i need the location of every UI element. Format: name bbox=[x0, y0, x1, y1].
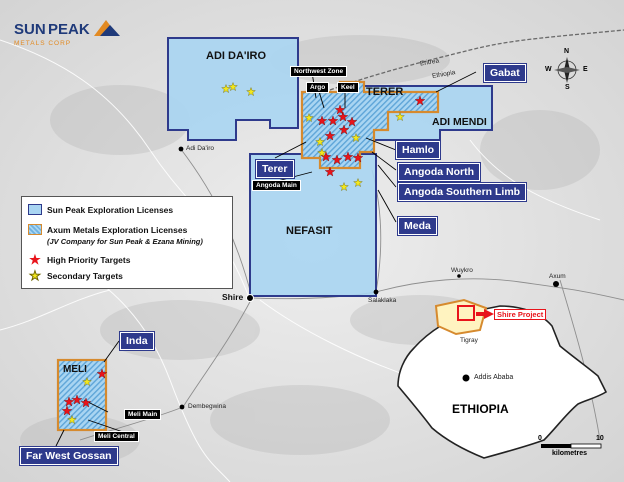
svg-text:PEAK: PEAK bbox=[48, 21, 90, 38]
shire-project-arrow bbox=[476, 309, 494, 319]
leader-lines bbox=[55, 71, 477, 447]
addis-ababa-dot bbox=[462, 374, 470, 382]
target-label-angoda-main: Angoda Main bbox=[252, 180, 301, 191]
license-label-terer: TERER bbox=[366, 86, 404, 98]
scale-bar bbox=[541, 443, 602, 449]
license-label-nefasit: NEFASIT bbox=[286, 225, 333, 237]
callout-meda: Meda bbox=[398, 217, 437, 235]
legend-row-secondary: ★ Secondary Targets bbox=[28, 268, 123, 284]
target-label-meli-main: Meli Main bbox=[124, 409, 162, 420]
callout-gabat: Gabat bbox=[484, 64, 526, 82]
axum-license-meli bbox=[56, 358, 108, 432]
eritrea-ethiopia-border bbox=[329, 29, 624, 91]
legend-high-star-icon: ★ bbox=[29, 252, 41, 267]
secondary-targets bbox=[67, 81, 405, 425]
license-label-meli: MELI bbox=[63, 364, 87, 375]
town-adi-dairo: Adi Da'iro bbox=[186, 145, 214, 152]
wuykro-town-dot bbox=[457, 274, 461, 278]
legend-text-high: High Priority Targets bbox=[47, 255, 131, 265]
axum-town-dot bbox=[553, 281, 559, 287]
target-label-argo: Argo bbox=[306, 82, 330, 93]
scale-zero: 0 bbox=[538, 435, 542, 442]
shire-town-dot bbox=[246, 294, 254, 302]
dembegwina-town-dot bbox=[179, 404, 185, 410]
license-label-adi-dairo: ADI DA'IRO bbox=[206, 50, 267, 62]
legend-row-high: ★ High Priority Targets bbox=[28, 252, 130, 268]
compass-e: E bbox=[583, 66, 588, 73]
ethiopia-outline bbox=[397, 305, 608, 459]
target-label-northwest-zone: Northwest Zone bbox=[290, 66, 348, 77]
legend-row-axum: Axum Metals Exploration Licenses bbox=[28, 224, 187, 235]
compass-w: W bbox=[545, 66, 552, 73]
svg-text:METALS CORP: METALS CORP bbox=[14, 40, 71, 47]
callout-terer: Terer bbox=[256, 160, 294, 178]
town-axum: Axum bbox=[549, 273, 566, 280]
compass-s: S bbox=[565, 84, 570, 91]
legend-text-sun-peak: Sun Peak Exploration Licenses bbox=[47, 204, 174, 215]
legend-row-sun-peak: Sun Peak Exploration Licenses bbox=[28, 204, 173, 215]
scale-unit: kilometres bbox=[552, 450, 588, 457]
svg-text:SUN: SUN bbox=[14, 21, 46, 38]
shire-project-box bbox=[457, 305, 475, 321]
adi-dairo-town-dot bbox=[178, 146, 184, 152]
legend-swatch-sun-peak bbox=[28, 204, 42, 215]
legend-text-axum: Axum Metals Exploration Licenses bbox=[47, 224, 188, 235]
town-wuykro: Wuykro bbox=[451, 267, 473, 274]
callout-inda: Inda bbox=[120, 332, 154, 350]
ethiopia-inset bbox=[397, 298, 608, 459]
callout-far-west-gossan: Far West Gossan bbox=[20, 447, 118, 465]
license-label-adi-mendi: ADI MENDI bbox=[432, 116, 487, 128]
target-label-keel: Keel bbox=[337, 82, 359, 93]
callout-hamlo: Hamlo bbox=[396, 141, 441, 159]
salaklaka-town-dot bbox=[373, 289, 379, 295]
map-legend: Sun Peak Exploration Licenses Axum Metal… bbox=[21, 196, 233, 289]
town-salaklaka: Salaklaka bbox=[368, 297, 397, 304]
town-addis-ababa: Addis Ababa bbox=[474, 374, 514, 381]
compass-n: N bbox=[564, 48, 570, 55]
legend-text-secondary: Secondary Targets bbox=[47, 271, 123, 281]
town-shire: Shire bbox=[222, 292, 244, 302]
legend-secondary-star-icon: ★ bbox=[29, 268, 41, 283]
shire-project-label: Shire Project bbox=[494, 309, 547, 320]
scale-ten: 10 bbox=[596, 435, 604, 442]
town-dembegwina: Dembegwina bbox=[188, 403, 226, 410]
inset-country-label: ETHIOPIA bbox=[452, 402, 509, 416]
compass-icon bbox=[554, 57, 580, 83]
target-label-meli-central: Meli Central bbox=[94, 431, 139, 442]
axum-licenses bbox=[56, 80, 440, 432]
legend-row-axum-note: (JV Company for Sun Peak & Ezana Mining) bbox=[47, 237, 203, 246]
sun-peak-logo-icon: SUN PEAK METALS CORP bbox=[14, 20, 120, 47]
callout-angoda-southern-limb: Angoda Southern Limb bbox=[398, 183, 527, 201]
legend-swatch-axum bbox=[28, 224, 42, 235]
legend-text-axum-note: (JV Company for Sun Peak & Ezana Mining) bbox=[47, 237, 203, 246]
high-priority-targets bbox=[61, 95, 426, 416]
callout-angoda-north: Angoda North bbox=[398, 163, 480, 181]
region-tigray: Tigray bbox=[460, 337, 478, 344]
